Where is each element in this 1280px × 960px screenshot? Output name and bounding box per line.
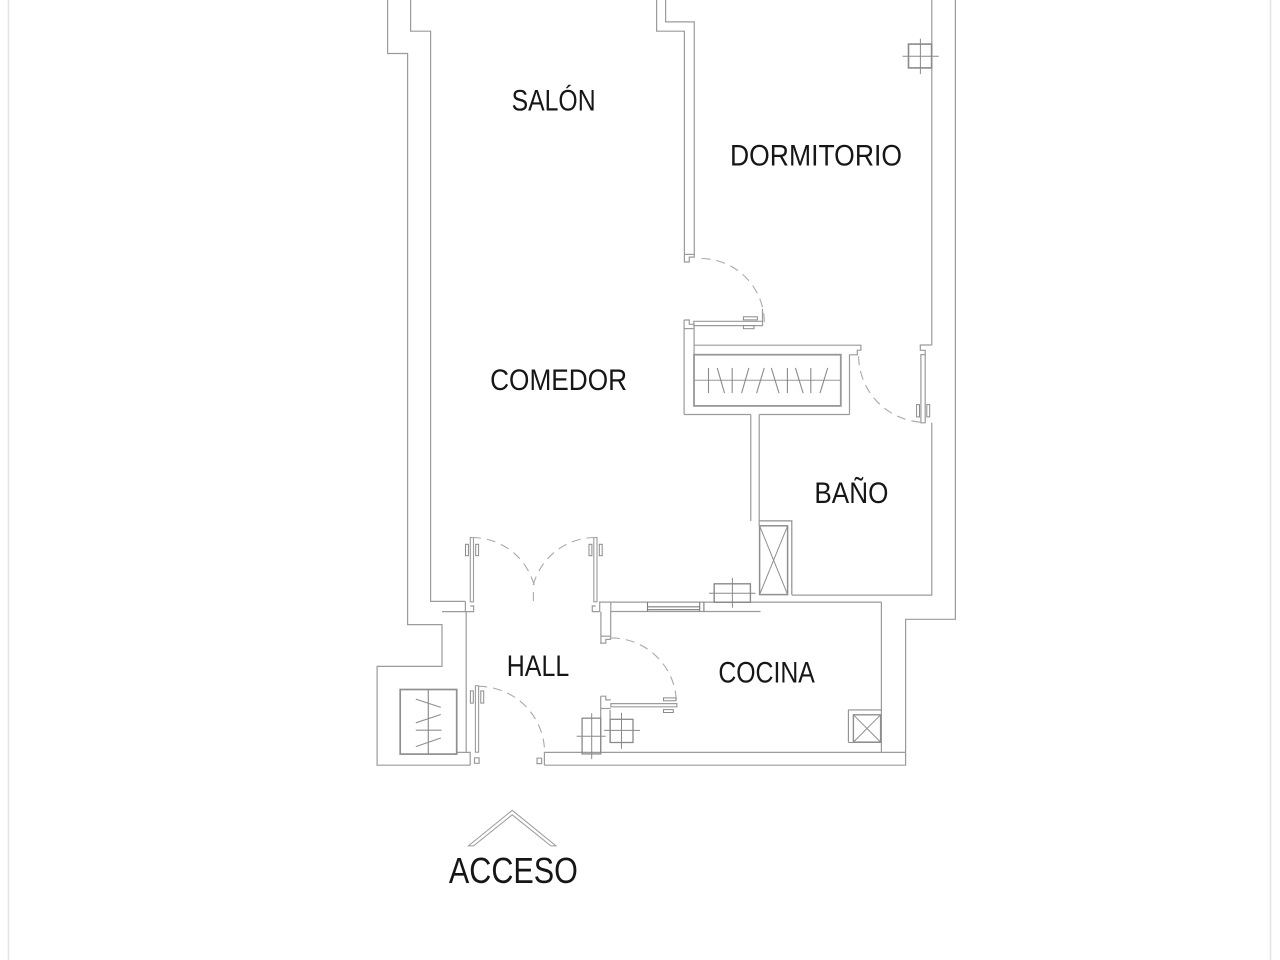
svg-text:SALÓN: SALÓN	[512, 85, 596, 118]
svg-text:COCINA: COCINA	[718, 657, 815, 690]
svg-text:ACCESO: ACCESO	[449, 850, 578, 891]
svg-text:DORMITORIO: DORMITORIO	[730, 140, 902, 173]
svg-text:HALL: HALL	[507, 650, 569, 683]
svg-text:COMEDOR: COMEDOR	[490, 364, 627, 397]
svg-text:BAÑO: BAÑO	[814, 476, 888, 510]
